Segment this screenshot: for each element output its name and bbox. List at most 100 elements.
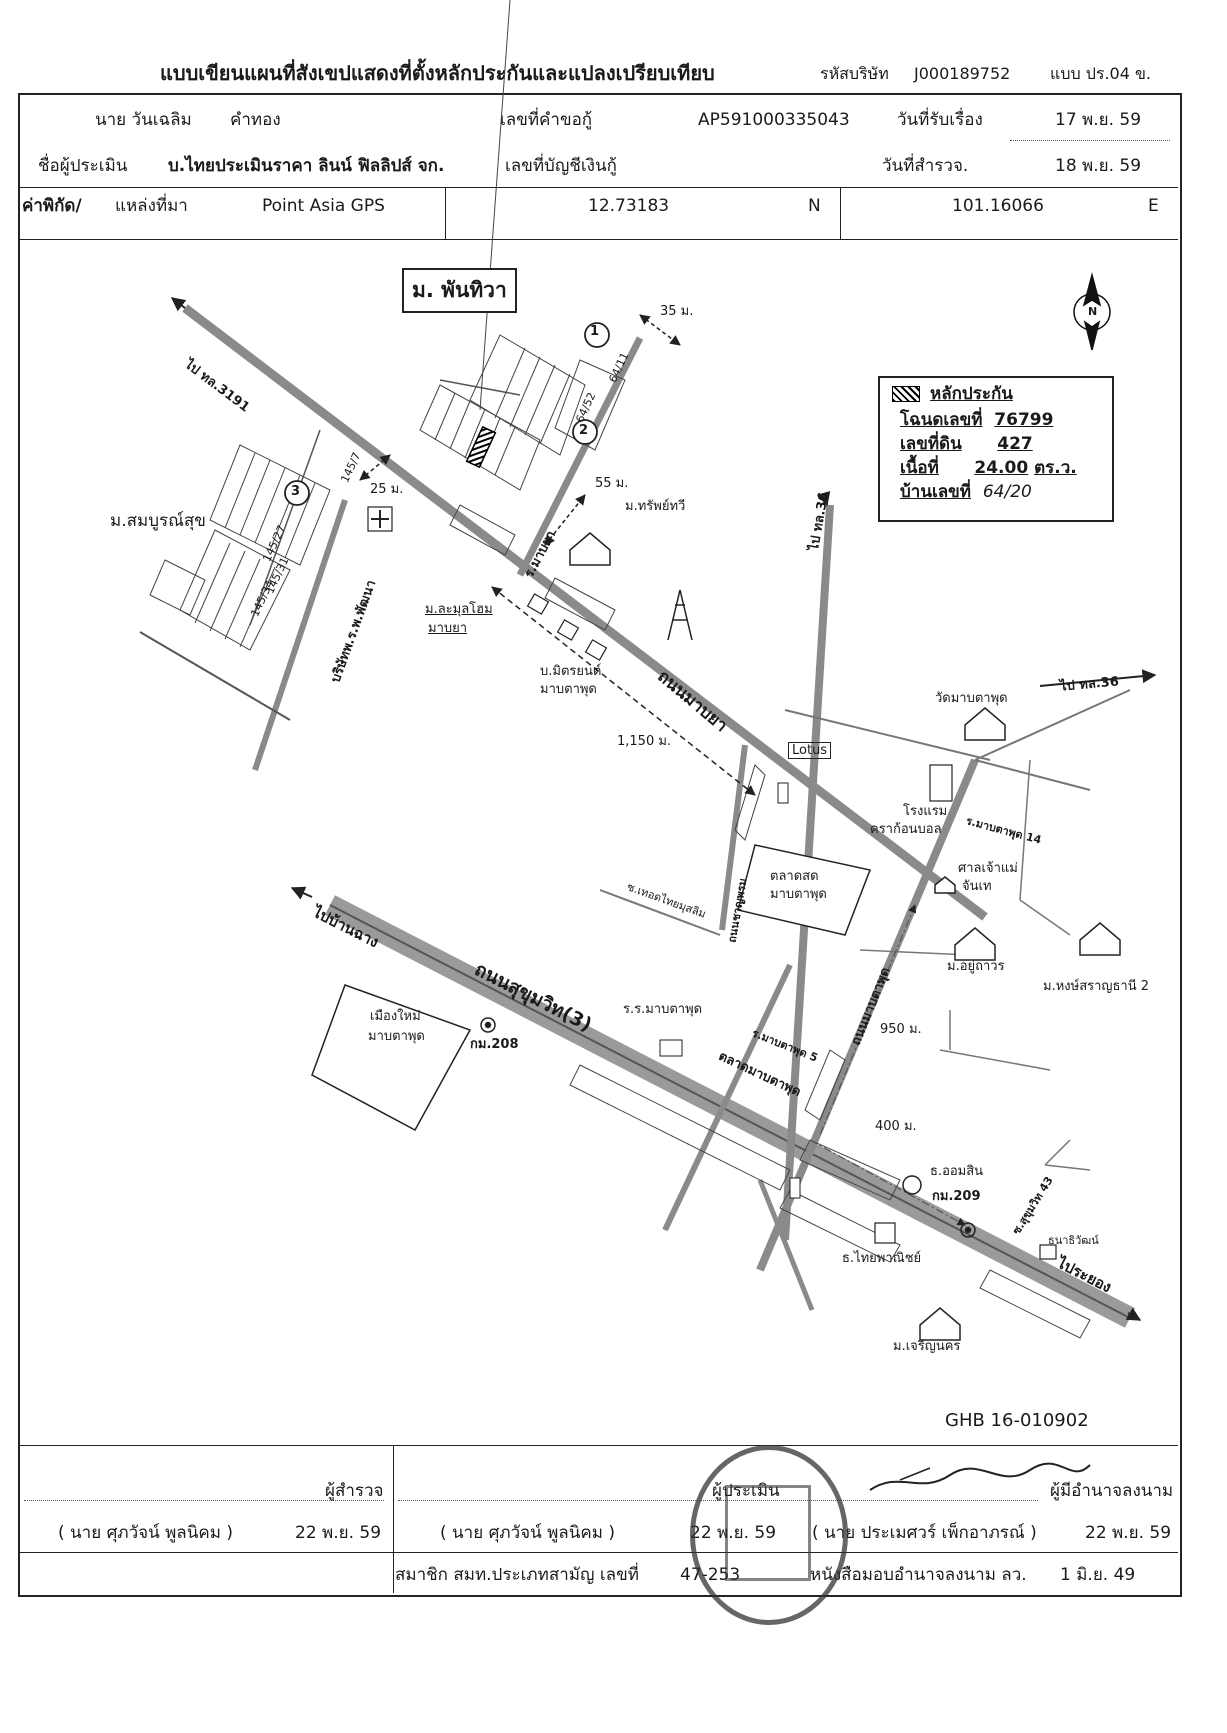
footer-rule <box>18 1445 1178 1446</box>
hatch-swatch-icon <box>892 386 920 402</box>
longitude: 101.16066 <box>952 196 1044 216</box>
dist-35: 35 ม. <box>660 304 694 319</box>
thanachart-label: ธนาธิวัฒน์ <box>1048 1234 1099 1247</box>
marker-3-circle <box>284 480 310 506</box>
surveyor-name: ( นาย ศุภวัจน์ พูลนิคม ) <box>58 1523 233 1543</box>
borrower-surname: คำทอง <box>230 110 281 130</box>
scb-icon <box>874 1222 896 1244</box>
dist-400: 400 ม. <box>875 1119 917 1134</box>
village-hongsaran: ม.หงษ์สราญธานี 2 <box>1043 979 1150 994</box>
loan-request-no: AP591000335043 <box>698 110 850 130</box>
dist-1150: 1,150 ม. <box>617 734 672 749</box>
fresh-market-box <box>737 844 872 936</box>
collateral-legend: หลักประกัน โฉนดเลขที่ 76799 เลขที่ดิน 42… <box>878 376 1114 522</box>
shrine-label-2: จันเท <box>962 879 992 894</box>
header-rule <box>18 187 1178 188</box>
source-label: แหล่งที่มา <box>115 196 188 216</box>
signature-scribble <box>869 1462 1091 1491</box>
delegation-date: 1 มิ.ย. 49 <box>1060 1565 1136 1585</box>
dist-25: 25 ม. <box>370 482 404 497</box>
signature-line <box>24 1500 384 1501</box>
village-title: ม. พันทิวา <box>402 268 517 313</box>
latitude: 12.73183 <box>588 196 670 216</box>
longitude-dir: E <box>1148 196 1159 216</box>
marker-3: 3 <box>291 484 301 499</box>
village-laemai-2: มาบยา <box>428 621 468 636</box>
village-laemai-1: ม.ละมุลโฮม <box>425 602 493 617</box>
borrower-name: นาย วันเฉลิม <box>95 110 192 130</box>
house-icons <box>569 532 1121 1341</box>
deed-label: โฉนดเลขที่ <box>900 410 983 430</box>
source-value: Point Asia GPS <box>262 196 385 216</box>
collateral-parcel <box>465 425 497 469</box>
surveyor-date: 22 พ.ย. 59 <box>295 1523 382 1543</box>
parcel-blocks <box>149 0 1091 1339</box>
new-town-2: มาบตาพุด <box>368 1029 425 1044</box>
tower-icon <box>667 589 693 641</box>
village-sapsap: ม.ทรัพย์ทวี <box>625 499 686 514</box>
survey-date: 18 พ.ย. 59 <box>1055 156 1142 176</box>
authorized-name: ( นาย ประเมศวร์ เพ็กอาภรณ์ ) <box>812 1523 1037 1543</box>
dist-55: 55 ม. <box>595 476 629 491</box>
delegation-label: หนังสือมอบอำนาจลงนาม ลว. <box>810 1565 1027 1585</box>
legend-title: หลักประกัน <box>930 384 1013 404</box>
hotel-icon <box>929 764 953 802</box>
school-label: ร.ร.มาบตาพุด <box>623 1002 703 1017</box>
footer-rule <box>18 1552 393 1553</box>
footer-divider <box>393 1445 394 1593</box>
latitude-dir: N <box>808 196 821 216</box>
deed-no: 76799 <box>994 410 1054 430</box>
village-ayuthaworn: ม.อยู่ถาวร <box>947 959 1005 974</box>
house-no-label: บ้านเลขที่ <box>900 482 972 502</box>
company-code: J000189752 <box>914 64 1011 83</box>
company-code-label: รหัสบริษัท <box>820 64 889 83</box>
land-no-label: เลขที่ดิน <box>900 434 962 454</box>
mitryont-1: บ.มิตรยนต์ <box>540 664 602 679</box>
company-seal-logo <box>725 1485 811 1581</box>
gsb-bank: ธ.ออมสิน <box>930 1164 984 1179</box>
received-date: 17 พ.ย. 59 <box>1055 110 1142 130</box>
document-code: GHB 16-010902 <box>945 1410 1089 1431</box>
area-value: 24.00 <box>974 458 1029 478</box>
hotel-label-1: โรงแรม <box>903 804 948 819</box>
survey-date-label: วันที่สำรวจ. <box>882 156 969 176</box>
new-town-box <box>311 984 472 1132</box>
member-label: สมาชิก สมท.ประเภทสามัญ เลขที่ <box>395 1565 639 1585</box>
marker-2-circle <box>572 419 598 445</box>
marker-2: 2 <box>579 423 589 438</box>
school-icon <box>659 1039 683 1057</box>
lotus-store: Lotus <box>788 742 832 759</box>
hotel-label-2: คราก้อนบอล <box>870 822 942 837</box>
dist-950: 950 ม. <box>880 1022 922 1037</box>
authorized-date: 22 พ.ย. 59 <box>1085 1523 1172 1543</box>
header-rule <box>18 239 1178 240</box>
house-no: 64/20 <box>982 482 1032 502</box>
road-sukhumvit <box>324 895 1136 1328</box>
km-209: กม.209 <box>932 1189 981 1204</box>
company-seal-stamp <box>690 1445 848 1625</box>
road-side <box>662 963 793 1232</box>
loan-request-label: เลขที่คำขอกู้ <box>500 110 593 130</box>
authorized-role: ผู้มีอำนาจลงนาม <box>1050 1481 1174 1501</box>
marker-1: 1 <box>590 324 600 339</box>
shrine-label-1: ศาลเจ้าแม่ <box>958 861 1018 876</box>
road-phattana <box>252 499 348 771</box>
cell-divider <box>840 187 841 239</box>
new-town-1: เมืองใหม่ <box>370 1009 421 1024</box>
mitryont-2: มาบตาพุด <box>540 682 597 697</box>
fresh-market-1: ตลาดสด <box>770 869 819 884</box>
scb-label: ธ.ไทยพาณิชย์ <box>842 1251 922 1266</box>
surveyor-role: ผู้สำรวจ <box>325 1481 384 1501</box>
cell-divider <box>445 187 446 239</box>
form-code: แบบ ปร.04 ข. <box>1050 64 1152 83</box>
document-frame <box>18 93 1182 1597</box>
received-date-label: วันที่รับเรื่อง <box>897 110 983 130</box>
land-no: 427 <box>997 434 1033 454</box>
village-somboonsuk: ม.สมบูรณ์สุข <box>110 511 206 531</box>
marker-1-circle <box>584 322 610 348</box>
temple-label: วัดมาบตาพุด <box>935 691 1008 706</box>
coord-label: ค่าพิกัด/ <box>22 196 82 216</box>
north-label: N <box>1088 305 1098 318</box>
document-title: แบบเขียนแผนที่สังเขปแสดงที่ตั้งหลักประกั… <box>160 61 715 85</box>
loan-account-label: เลขที่บัญชีเงินกู้ <box>505 156 617 176</box>
